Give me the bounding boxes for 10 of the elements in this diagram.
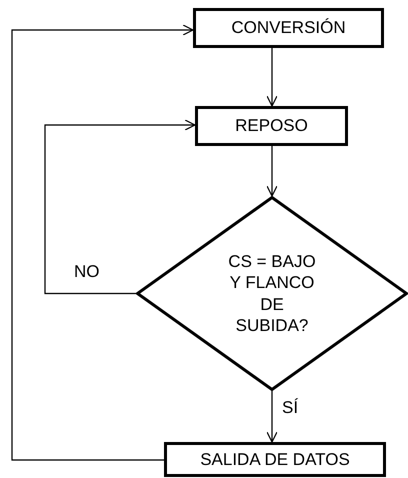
decision-diamond — [136, 196, 408, 391]
arrow — [266, 48, 278, 107]
process-box: CONVERSIÓN — [193, 8, 384, 48]
process-box: SALIDA DE DATOS — [164, 442, 386, 477]
arrow — [266, 391, 278, 443]
arrow — [44, 119, 196, 294]
arrow — [11, 24, 194, 461]
arrow — [266, 146, 278, 197]
process-box: REPOSO — [195, 106, 348, 146]
decision-text: CS = BAJO Y FLANCO DE SUBIDA? — [227, 251, 317, 336]
